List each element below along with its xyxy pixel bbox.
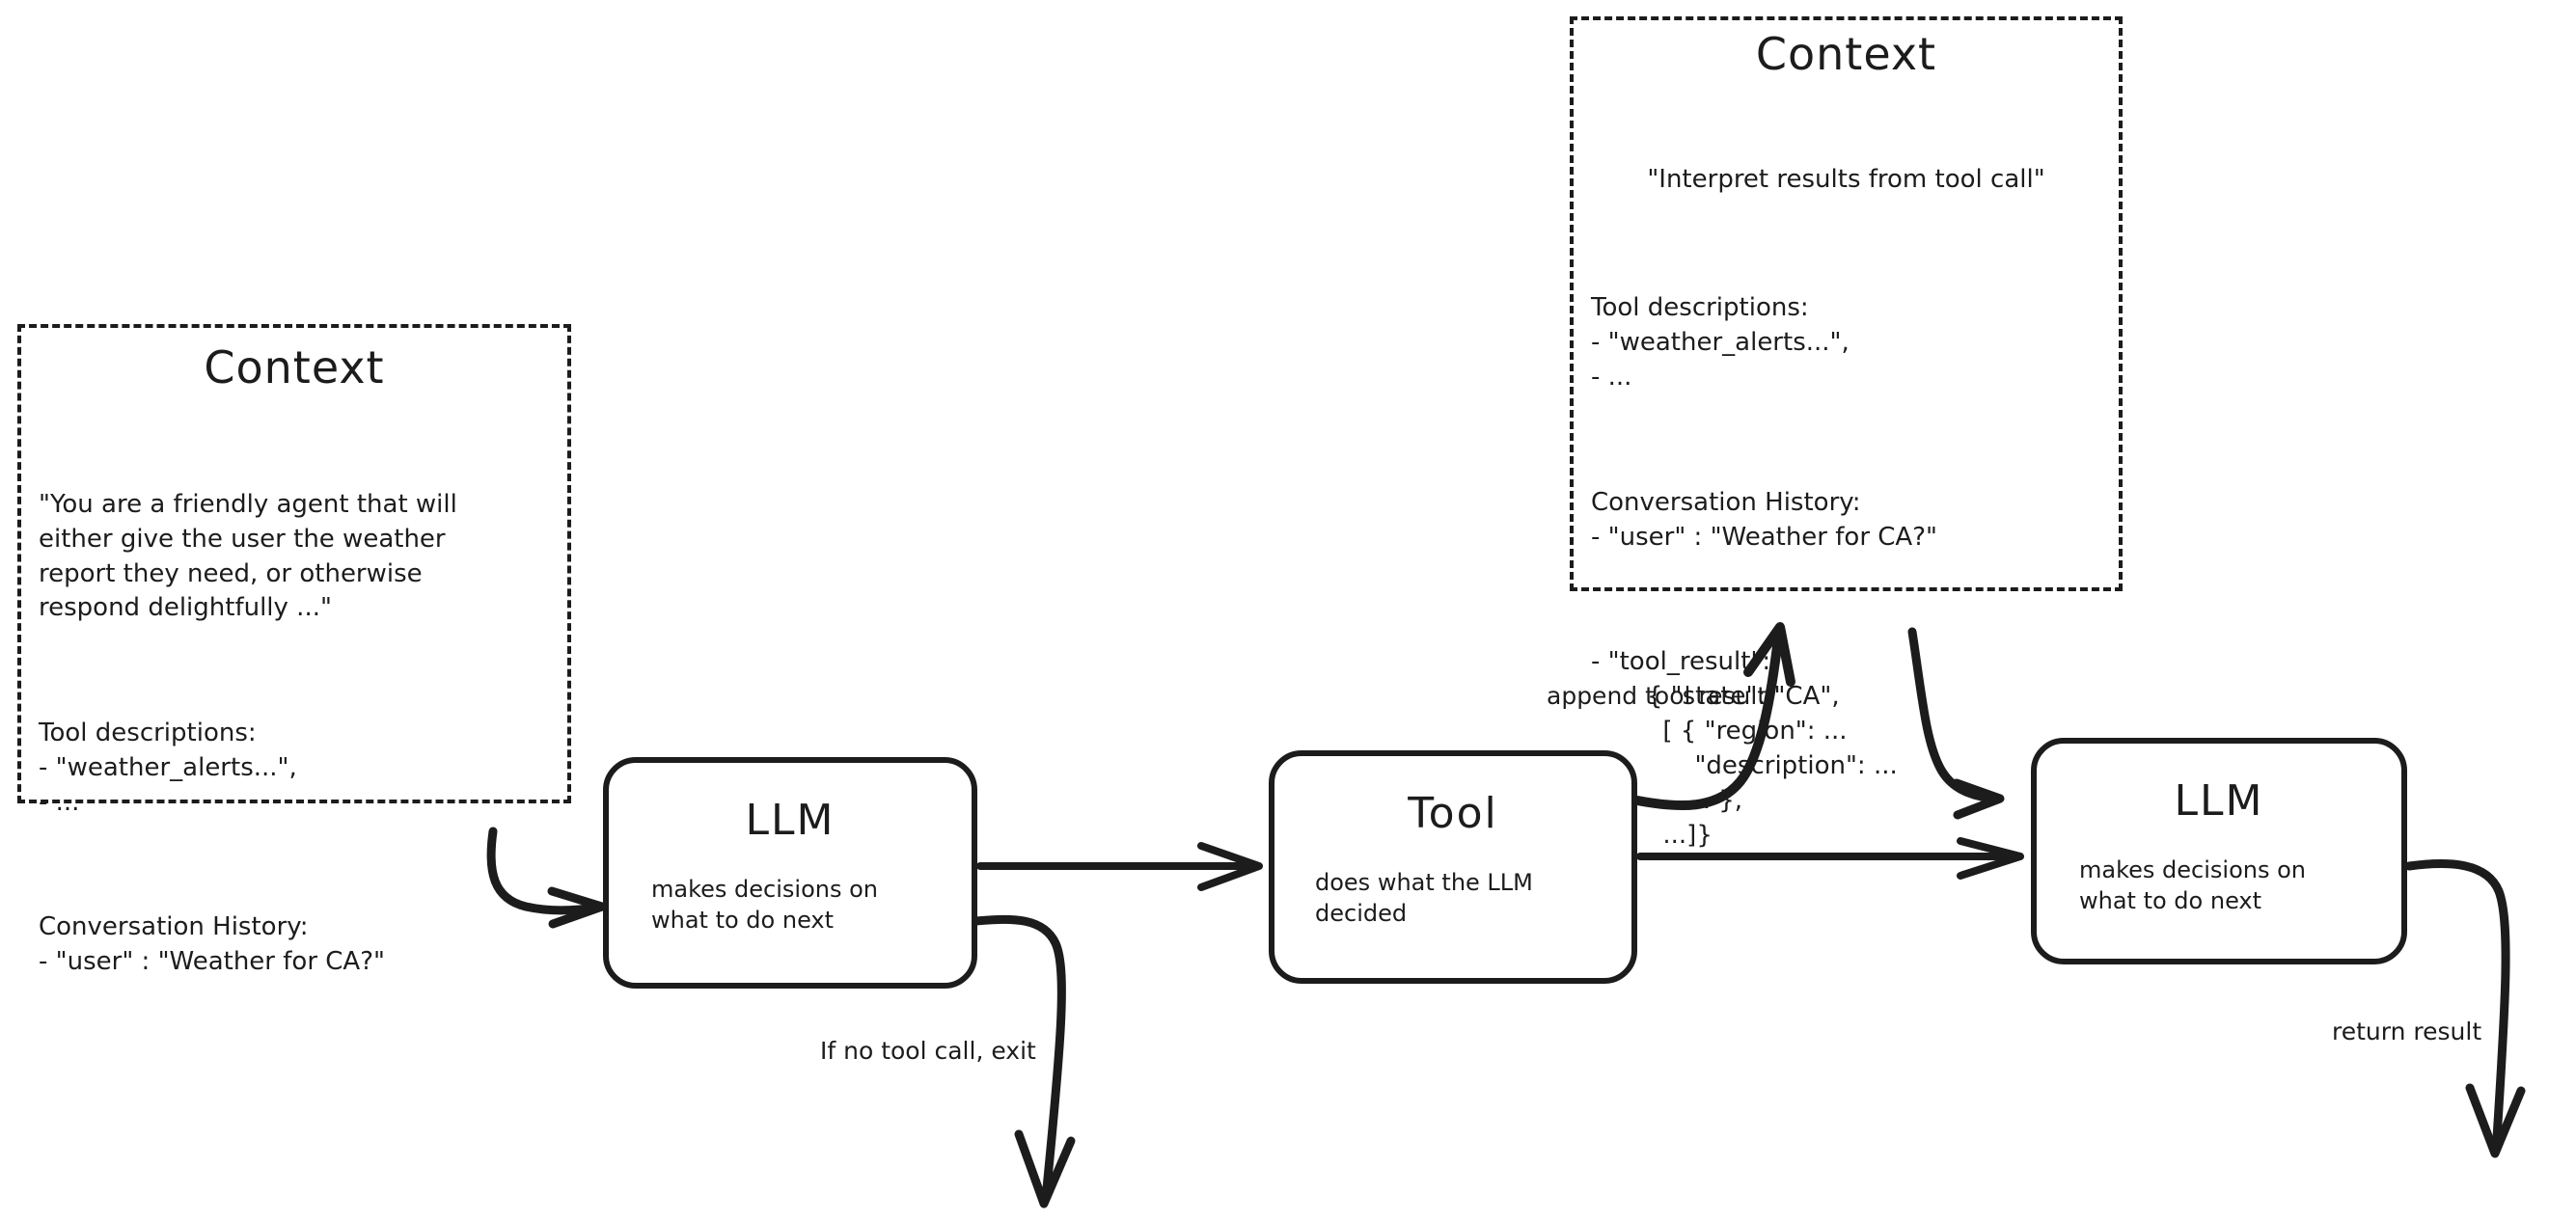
context-box-right: Context "Interpret results from tool cal…	[1570, 16, 2123, 850]
node-llm-2-subtitle: makes decisions on what to do next	[2079, 856, 2306, 915]
node-llm-1-title: LLM	[745, 796, 836, 845]
node-llm-2[interactable]: LLM makes decisions on what to do next	[2031, 738, 2407, 964]
edge-label-append-tool-result: append tool result	[1547, 682, 1768, 710]
context-left-title: Context	[204, 341, 385, 393]
context-left-conversation-history: Conversation History: - "user" : "Weathe…	[39, 912, 385, 977]
edge-label-return-result: return result	[2332, 1018, 2482, 1045]
context-right-body: "Interpret results from tool call" Tool …	[1591, 94, 2101, 922]
node-tool-subtitle: does what the LLM decided	[1315, 869, 1533, 928]
edge-label-if-no-tool-call-exit: If no tool call, exit	[820, 1037, 1036, 1065]
edge-llm2-return	[2404, 858, 2526, 1158]
context-left-system-prompt: "You are a friendly agent that will eith…	[39, 489, 457, 623]
node-tool[interactable]: Tool does what the LLM decided	[1269, 750, 1637, 984]
context-left-body: "You are a friendly agent that will eith…	[39, 419, 548, 1049]
node-llm-1-subtitle: makes decisions on what to do next	[651, 876, 878, 935]
context-right-tool-descriptions: Tool descriptions: - "weather_alerts..."…	[1591, 293, 1850, 393]
context-right-system-prompt: "Interpret results from tool call"	[1647, 164, 2045, 194]
context-right-tool-result: - "tool_result": { "state": "CA", [ { "r…	[1591, 647, 1898, 850]
context-right-conversation-history: Conversation History: - "user" : "Weathe…	[1591, 487, 1937, 552]
edge-llm1-to-tool	[976, 842, 1263, 891]
context-left-tool-descriptions: Tool descriptions: - "weather_alerts..."…	[39, 719, 297, 817]
context-box-left: Context "You are a friendly agent that w…	[17, 324, 571, 976]
node-llm-1[interactable]: LLM makes decisions on what to do next	[603, 757, 977, 989]
node-llm-2-title: LLM	[2174, 776, 2264, 826]
node-tool-title: Tool	[1408, 789, 1498, 838]
context-right-title: Context	[1755, 28, 1937, 80]
